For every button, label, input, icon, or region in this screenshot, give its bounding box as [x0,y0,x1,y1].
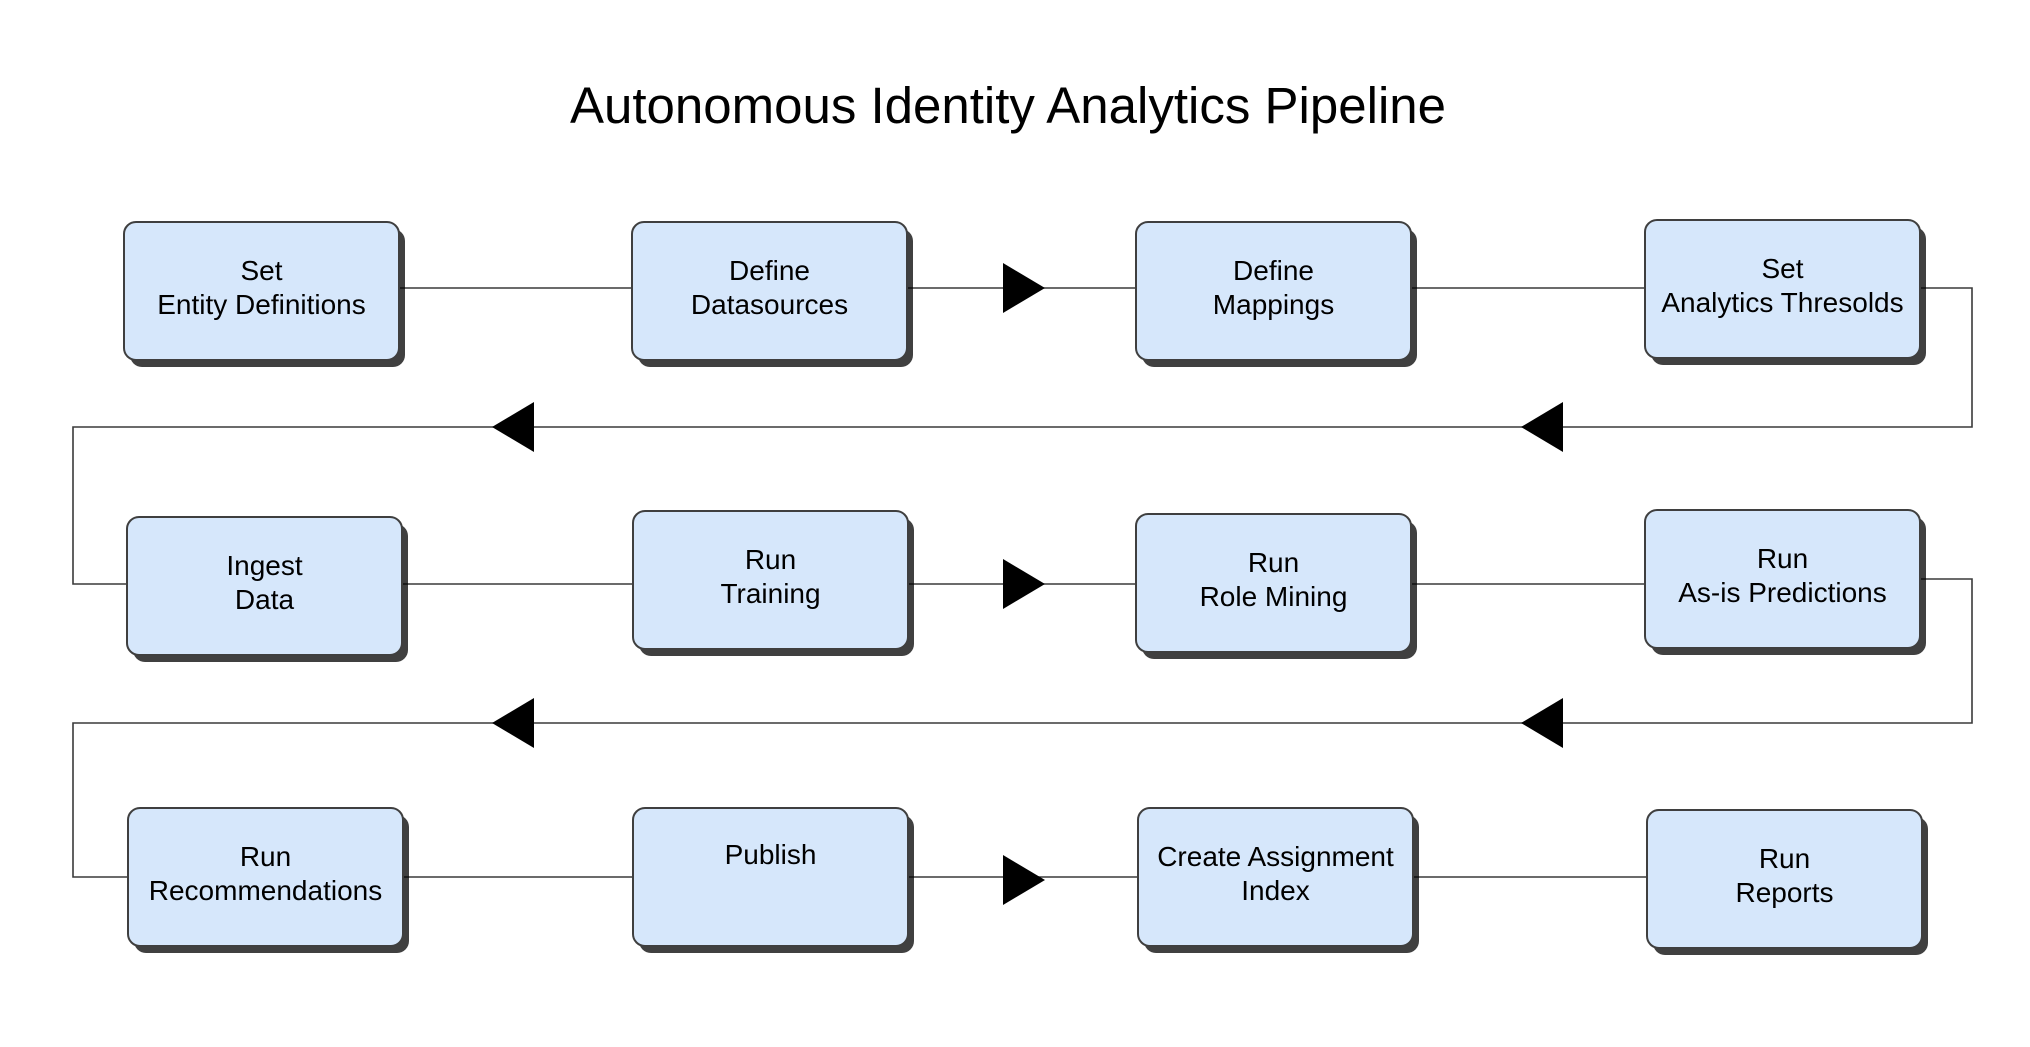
node-box [1135,513,1412,653]
node-box [1137,807,1414,947]
wrap-connector-2 [72,578,1973,878]
node-box [1135,221,1412,361]
node-box [123,221,400,361]
node-label-line: Recommendations [149,875,382,906]
node-box [632,807,909,947]
node-publish: Publish [632,807,914,953]
diagram-title: Autonomous Identity Analytics Pipeline [570,77,1446,134]
node-label-line: Run [1757,543,1808,574]
arrowheads [492,263,1563,905]
wrap-connector-1 [72,287,1973,585]
node-label-line: Ingest [226,550,302,581]
node-label-line: Analytics Thresolds [1661,287,1903,318]
node-label-line: Set [240,255,282,286]
node-box [127,807,404,947]
node-label-line: Datasources [691,289,848,320]
node-label-line: Training [720,578,820,609]
node-label-line: Set [1761,253,1803,284]
node-label-line: Run [1759,843,1810,874]
arrowhead-left-2 [1521,402,1563,452]
node-box [1644,219,1921,359]
arrowhead-right-1 [1003,263,1045,313]
node-label-line: Define [729,255,810,286]
node-label-line: Publish [725,839,817,870]
node-box [1644,509,1921,649]
node-label-line: Run [240,841,291,872]
arrowhead-left-1 [492,402,534,452]
node-label-line: Role Mining [1200,581,1348,612]
arrowhead-left-3 [492,698,534,748]
arrowhead-right-3 [1003,855,1045,905]
node-box [632,510,909,650]
arrowhead-right-2 [1003,559,1045,609]
node-label-line: Mappings [1213,289,1334,320]
node-label-line: Index [1241,875,1310,906]
node-label-line: Run [1248,547,1299,578]
node-label-line: As-is Predictions [1678,577,1887,608]
node-box [631,221,908,361]
node-label-line: Entity Definitions [157,289,366,320]
node-label-line: Reports [1735,877,1833,908]
arrowhead-left-4 [1521,698,1563,748]
node-label-line: Data [235,584,295,615]
node-label-line: Define [1233,255,1314,286]
node-label-line: Create Assignment [1157,841,1394,872]
node-box [126,516,403,656]
node-box [1646,809,1923,949]
node-label-line: Run [745,544,796,575]
